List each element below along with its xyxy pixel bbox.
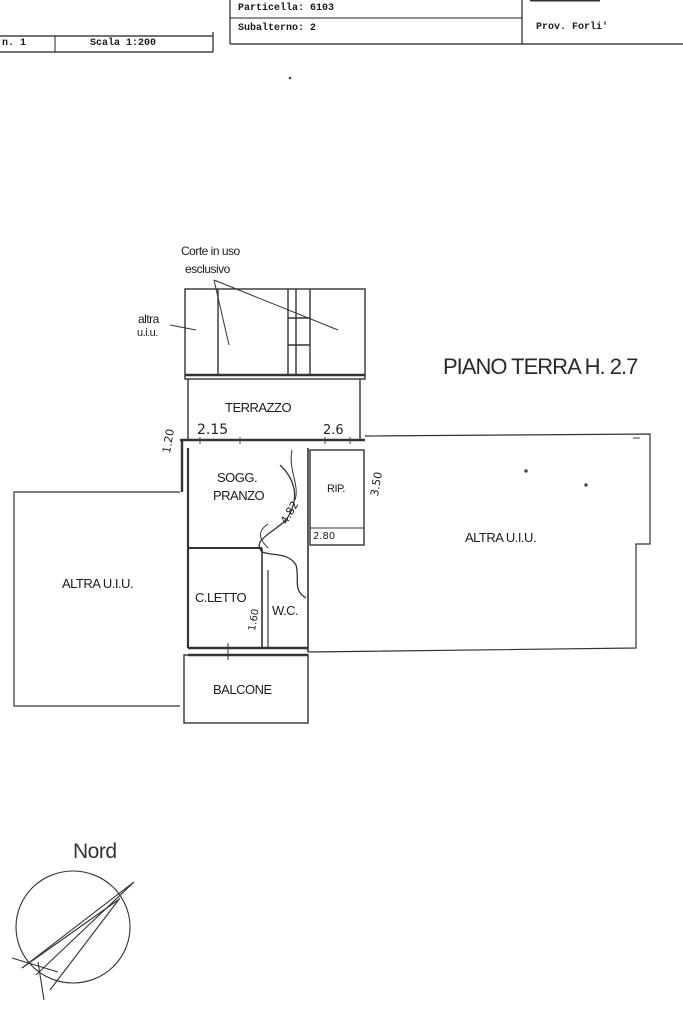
room-altra-right: ALTRA U.I.U. (465, 530, 537, 545)
header-frame (0, 0, 683, 53)
dim-2-15: 2.15 (197, 422, 229, 438)
altra-uiu-small-line1: altra (138, 312, 159, 326)
subalterno-label: Subalterno: 2 (238, 23, 317, 34)
dim-2-6: 2.6 (323, 423, 344, 438)
room-balcone: BALCONE (213, 682, 272, 697)
north-arrow-icon (11, 870, 135, 1001)
floor-title: PIANO TERRA H. 2.7 (443, 354, 638, 379)
room-terrazzo: TERRAZZO (225, 400, 292, 415)
particella-label: Particella: 6103 (238, 3, 335, 14)
corte-label-line1: Corte in uso (181, 244, 240, 258)
room-sogg-line2: PRANZO (213, 488, 265, 503)
room-rip: RIP. (327, 483, 345, 495)
room-altra-left: ALTRA U.I.U. (62, 576, 134, 591)
north-label: Nord (73, 840, 117, 863)
scala-label: Scala 1:200 (90, 38, 157, 49)
room-c-letto: C.LETTO (195, 590, 247, 605)
room-sogg-line1: SOGG. (217, 470, 258, 485)
dim-2-80: 2.80 (313, 531, 336, 542)
corte-outline (184, 288, 366, 380)
corte-label-line2: esclusivo (185, 262, 230, 276)
room-wc: W.C. (272, 603, 299, 618)
foglio-label: n. 1 (2, 38, 27, 49)
provincia-label: Prov. Forli' (536, 22, 609, 33)
altra-uiu-small-line2: u.i.u. (137, 327, 158, 339)
